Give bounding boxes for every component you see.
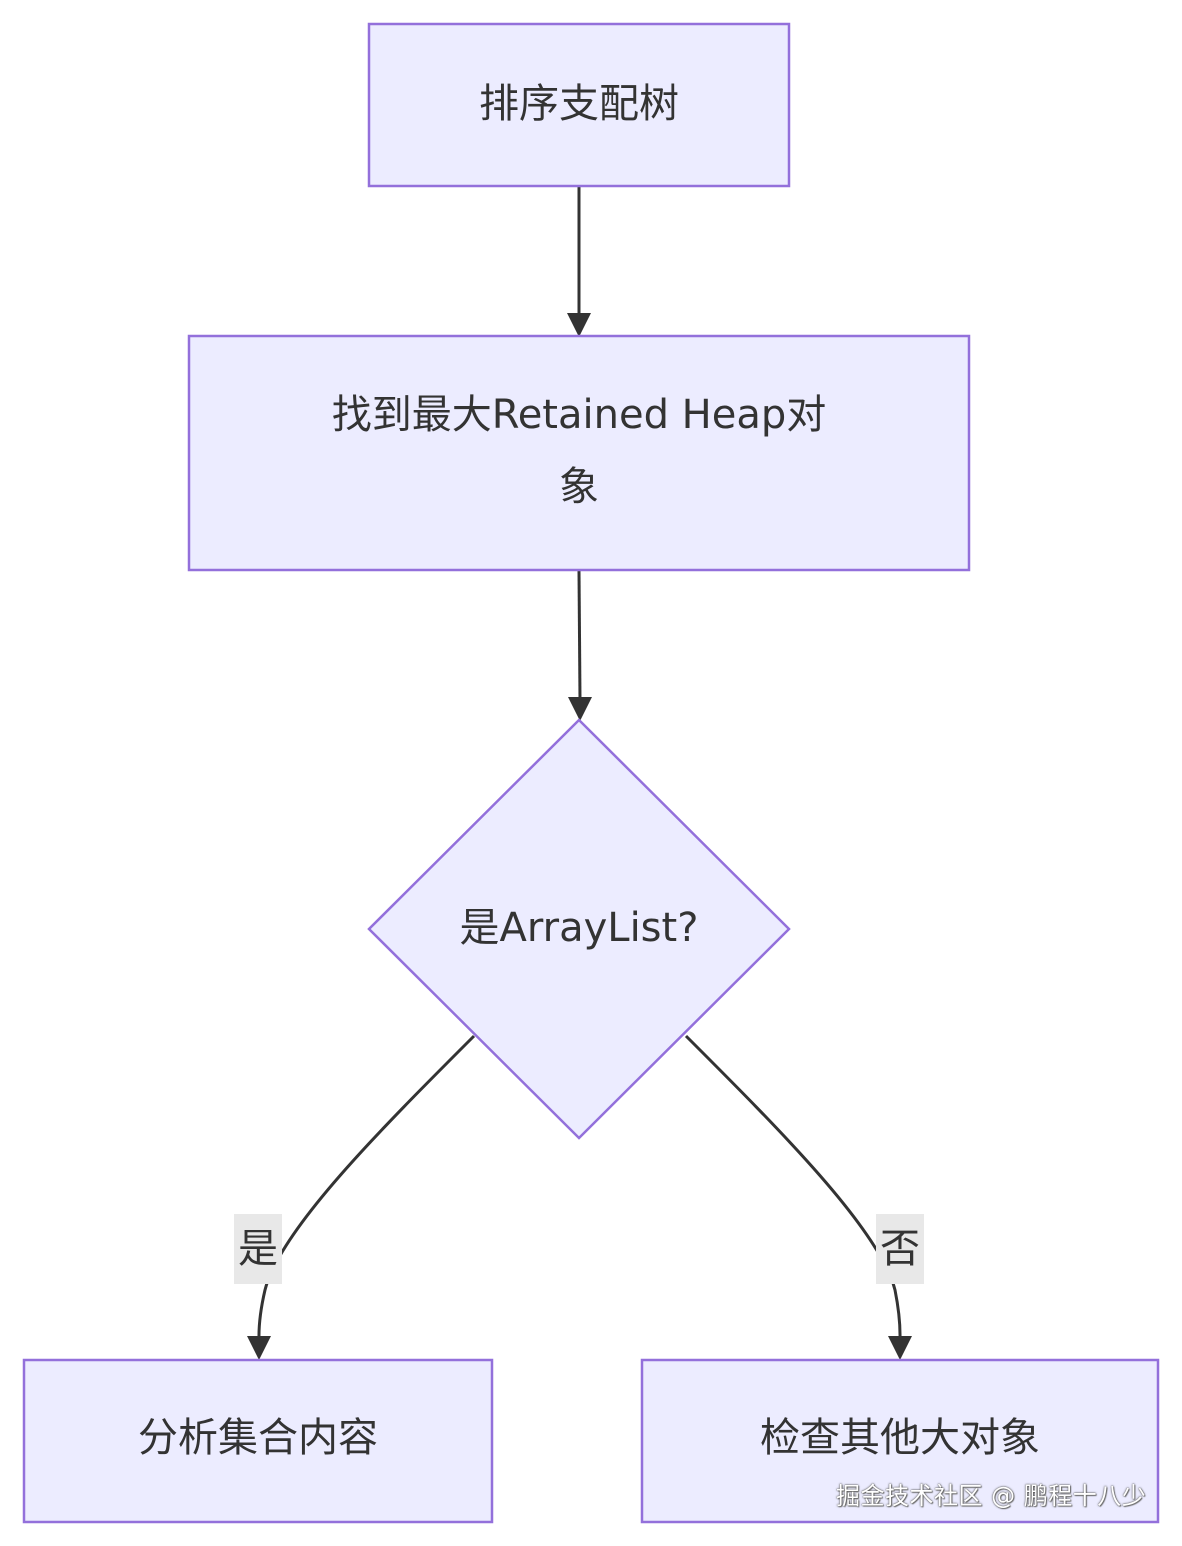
node-check-other: 检查其他大对象	[640, 1358, 1160, 1524]
edge-find-to-decision	[577, 570, 582, 701]
arrowhead-check-other	[888, 1336, 912, 1360]
edge-label-yes: 是	[238, 1226, 278, 1272]
watermark: 掘金技术社区 @ 鹏程十八少	[836, 1482, 1147, 1510]
edge-label-no: 否	[880, 1226, 920, 1272]
node-analyze-label: 分析集合内容	[138, 1415, 378, 1461]
node-decision: 是ArrayList?	[367, 718, 791, 1140]
node-sort-tree: 排序支配树	[367, 22, 791, 188]
node-sort-tree-label: 排序支配树	[479, 81, 679, 127]
node-find-max-label-line2: 象	[559, 464, 599, 510]
edge-label-no-bg	[876, 1214, 924, 1284]
node-decision-label: 是ArrayList?	[460, 905, 699, 951]
edge-decision-yes	[257, 1034, 476, 1341]
edge-decision-no	[684, 1034, 902, 1341]
node-find-max-label-line1: 找到最大Retained Heap对	[332, 392, 827, 438]
arrowhead-find	[567, 313, 591, 337]
node-find-max: 找到最大Retained Heap对 象	[187, 334, 971, 572]
arrowhead-decision	[568, 697, 592, 721]
edge-label-yes-bg	[234, 1214, 282, 1284]
node-analyze: 分析集合内容	[22, 1358, 494, 1524]
node-check-other-label: 检查其他大对象	[760, 1415, 1040, 1461]
arrowhead-analyze	[247, 1336, 271, 1360]
